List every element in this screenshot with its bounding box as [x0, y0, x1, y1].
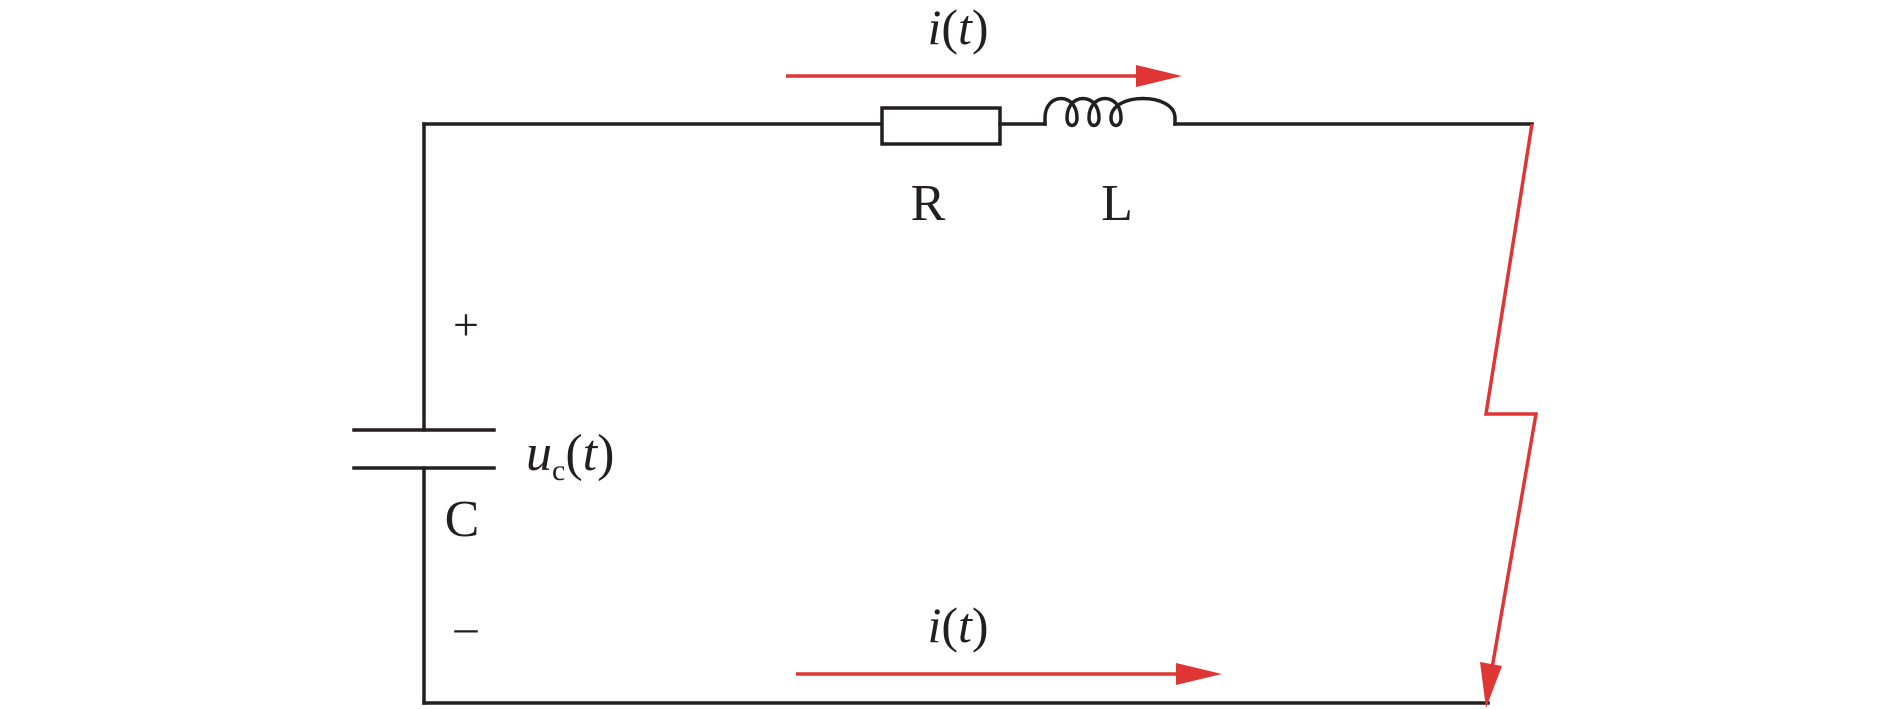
- capacitor-voltage-label: uc(t): [526, 425, 614, 487]
- current-label-top: i(t): [927, 0, 988, 55]
- current-path-right: [1483, 123, 1539, 681]
- capacitor-label: C: [445, 491, 480, 548]
- current-arrow-bottom-head: [1176, 663, 1222, 685]
- current-label-bottom: i(t): [927, 597, 988, 653]
- resistor: [880, 106, 1002, 146]
- polarity-plus: +: [453, 299, 479, 350]
- current-arrow-right-head: [1480, 662, 1502, 708]
- inductor-label: L: [1101, 175, 1133, 232]
- inductor: [1043, 96, 1177, 128]
- current-arrow-top-head: [1136, 65, 1182, 87]
- polarity-minus: –: [454, 601, 479, 652]
- resistor-label: R: [911, 175, 946, 232]
